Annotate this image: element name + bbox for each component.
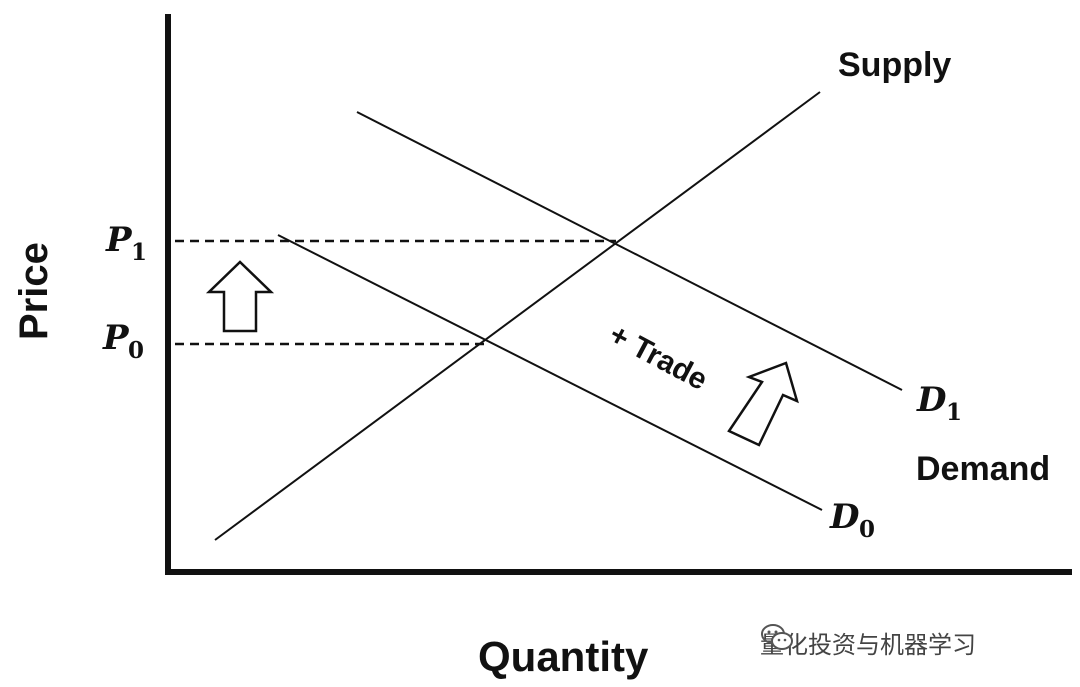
quantity-axis-label: Quantity	[478, 633, 649, 680]
p1-subscript: 1	[131, 239, 147, 266]
d1-label: D 1	[916, 380, 962, 426]
watermark: 量化投资与机器学习	[760, 622, 1070, 662]
demand-shift-arrow	[727, 361, 799, 447]
demand-label: Demand	[916, 450, 1050, 488]
demand-curve-d0	[277, 234, 823, 511]
p0-label: P 0	[102, 318, 144, 364]
trade-label: + Trade	[604, 318, 713, 397]
p0-subscript: 0	[128, 337, 144, 364]
wechat-icon	[761, 624, 793, 650]
d1-subscript: 1	[946, 399, 962, 426]
supply-curve	[214, 91, 821, 541]
d0-letter: D	[829, 497, 860, 537]
price-increase-arrow	[205, 260, 275, 333]
demand-curve-d1	[356, 111, 903, 391]
supply-label: Supply	[838, 46, 951, 84]
price-axis-label: Price	[12, 242, 56, 340]
d1-letter: D	[916, 380, 947, 420]
d0-label: D 0	[829, 497, 875, 543]
p0-letter: P	[102, 318, 130, 358]
axes	[165, 14, 1072, 575]
watermark-text: 量化投资与机器学习	[760, 630, 976, 659]
p1-letter: P	[105, 220, 133, 260]
d0-subscript: 0	[859, 516, 875, 543]
p1-label: P 1	[105, 220, 147, 266]
